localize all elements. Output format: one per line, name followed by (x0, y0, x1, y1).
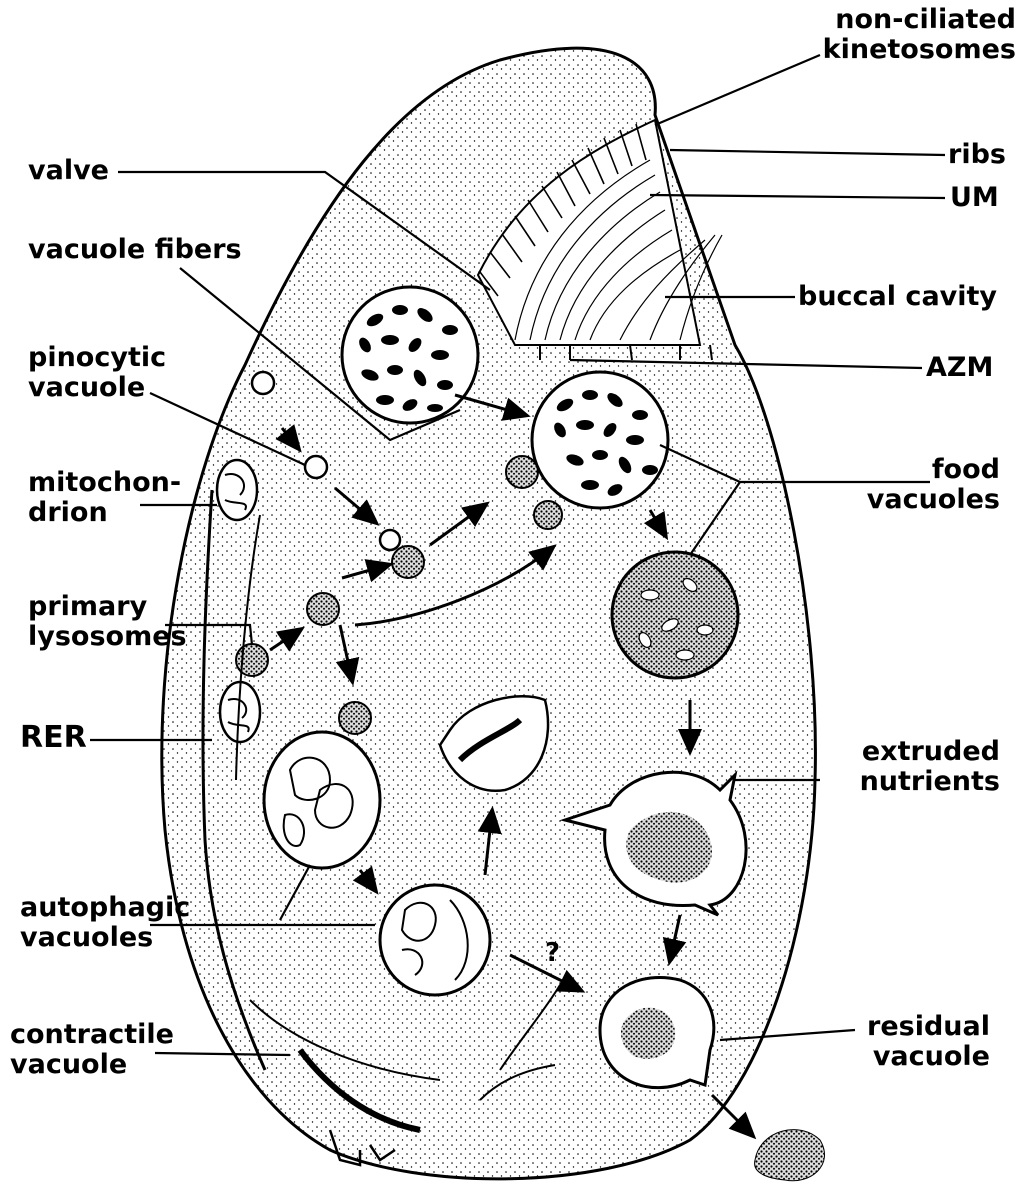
label-autophagic-vacuoles: autophagic vacuoles (20, 893, 190, 953)
label-vacuole-fibers: vacuole fibers (28, 235, 242, 265)
label-um: UM (950, 183, 999, 213)
label-pinocytic-vacuole: pinocytic vacuole (28, 343, 166, 403)
label-food-vacuoles: food vacuoles (840, 455, 1000, 515)
label-non-ciliated-kinetosomes: non-ciliated kinetosomes (800, 5, 1016, 65)
label-ribs: ribs (948, 140, 1006, 170)
label-azm: AZM (926, 353, 993, 383)
label-mitochondrion: mitochon- drion (28, 468, 181, 528)
food-vacuole-1 (342, 287, 478, 423)
label-buccal-cavity: buccal cavity (798, 282, 997, 312)
label-contractile-vacuole: contractile vacuole (10, 1020, 174, 1080)
food-vacuole-3 (612, 552, 738, 678)
label-residual-vacuole: residual vacuole (845, 1012, 990, 1072)
label-valve: valve (28, 156, 109, 186)
label-rer: RER (20, 723, 87, 753)
label-extruded-nutrients: extruded nutrients (820, 737, 1000, 797)
label-question-mark: ? (545, 938, 560, 968)
label-primary-lysosomes: primary lysosomes (28, 592, 187, 652)
